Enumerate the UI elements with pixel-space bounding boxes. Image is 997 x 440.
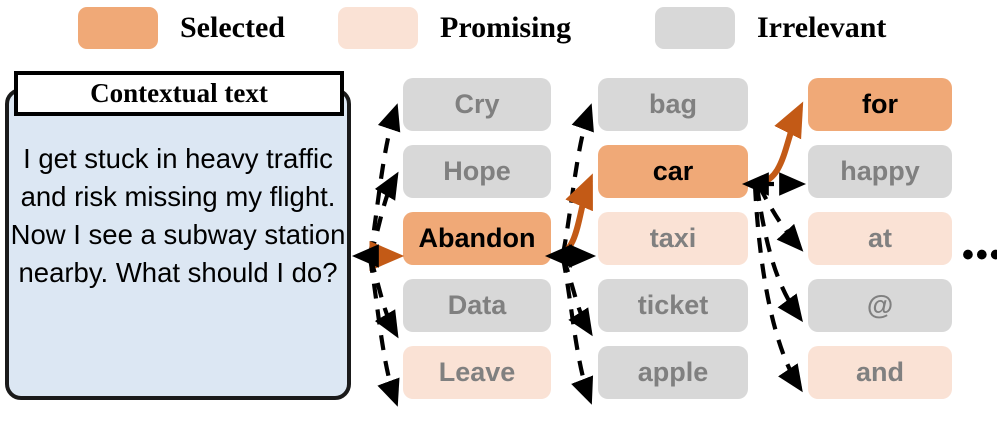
tree-node-bag[interactable]: bag: [598, 78, 748, 131]
edge-abandon-to-car: [555, 173, 593, 259]
contextual-text-body: I get stuck in heavy traffic and risk mi…: [10, 143, 346, 288]
edge-group-abandon-to-col2: [544, 103, 597, 405]
tree-node-hope[interactable]: Hope: [403, 145, 551, 198]
edge-abandon-to-bag: [560, 103, 594, 255]
edge-context-to-cry: [367, 103, 401, 257]
legend-item-selected: Selected: [78, 6, 285, 50]
edge-car-to-for: [754, 101, 804, 187]
edge-car-to-at: [757, 184, 804, 252]
tree-node-apple[interactable]: apple: [598, 346, 748, 399]
edge-car-to-at-sign: [754, 185, 803, 323]
tree-node-car[interactable]: car: [598, 145, 748, 198]
contextual-text-title-box: Contextual text: [14, 71, 344, 116]
edge-group-car-to-col3: [741, 101, 807, 393]
tree-node-taxi[interactable]: taxi: [598, 212, 748, 265]
tree-node-at-sign[interactable]: @: [808, 279, 952, 332]
tree-node-ticket[interactable]: ticket: [598, 279, 748, 332]
edge-context-to-leave: [367, 257, 400, 407]
legend-label-promising: Promising: [440, 11, 572, 44]
tree-node-at[interactable]: at: [808, 212, 952, 265]
legend-label-irrelevant: Irrelevant: [757, 11, 887, 44]
edge-context-to-data: [368, 257, 399, 339]
legend-label-selected: Selected: [180, 11, 285, 44]
continuation-ellipsis: •••: [962, 236, 997, 274]
edge-context-to-hope: [368, 171, 399, 257]
edge-group-context-to-col1: [351, 103, 405, 407]
legend-swatch-selected: [78, 7, 158, 49]
legend-item-irrelevant: Irrelevant: [655, 6, 886, 50]
tree-node-and[interactable]: and: [808, 346, 952, 399]
legend-item-promising: Promising: [338, 6, 571, 50]
tree-node-abandon[interactable]: Abandon: [403, 212, 551, 265]
legend-swatch-irrelevant: [655, 7, 735, 49]
tree-node-leave[interactable]: Leave: [403, 346, 551, 399]
contextual-text-title: Contextual text: [90, 78, 268, 108]
tree-node-happy[interactable]: happy: [808, 145, 952, 198]
legend-swatch-promising: [338, 7, 418, 49]
edge-abandon-to-apple: [560, 257, 594, 405]
edge-car-to-and: [752, 185, 803, 393]
edge-abandon-to-ticket: [561, 257, 593, 337]
tree-node-for[interactable]: for: [808, 78, 952, 131]
legend: Selected Promising Irrelevant: [0, 0, 997, 60]
tree-node-cry[interactable]: Cry: [403, 78, 551, 131]
tree-node-data[interactable]: Data: [403, 279, 551, 332]
